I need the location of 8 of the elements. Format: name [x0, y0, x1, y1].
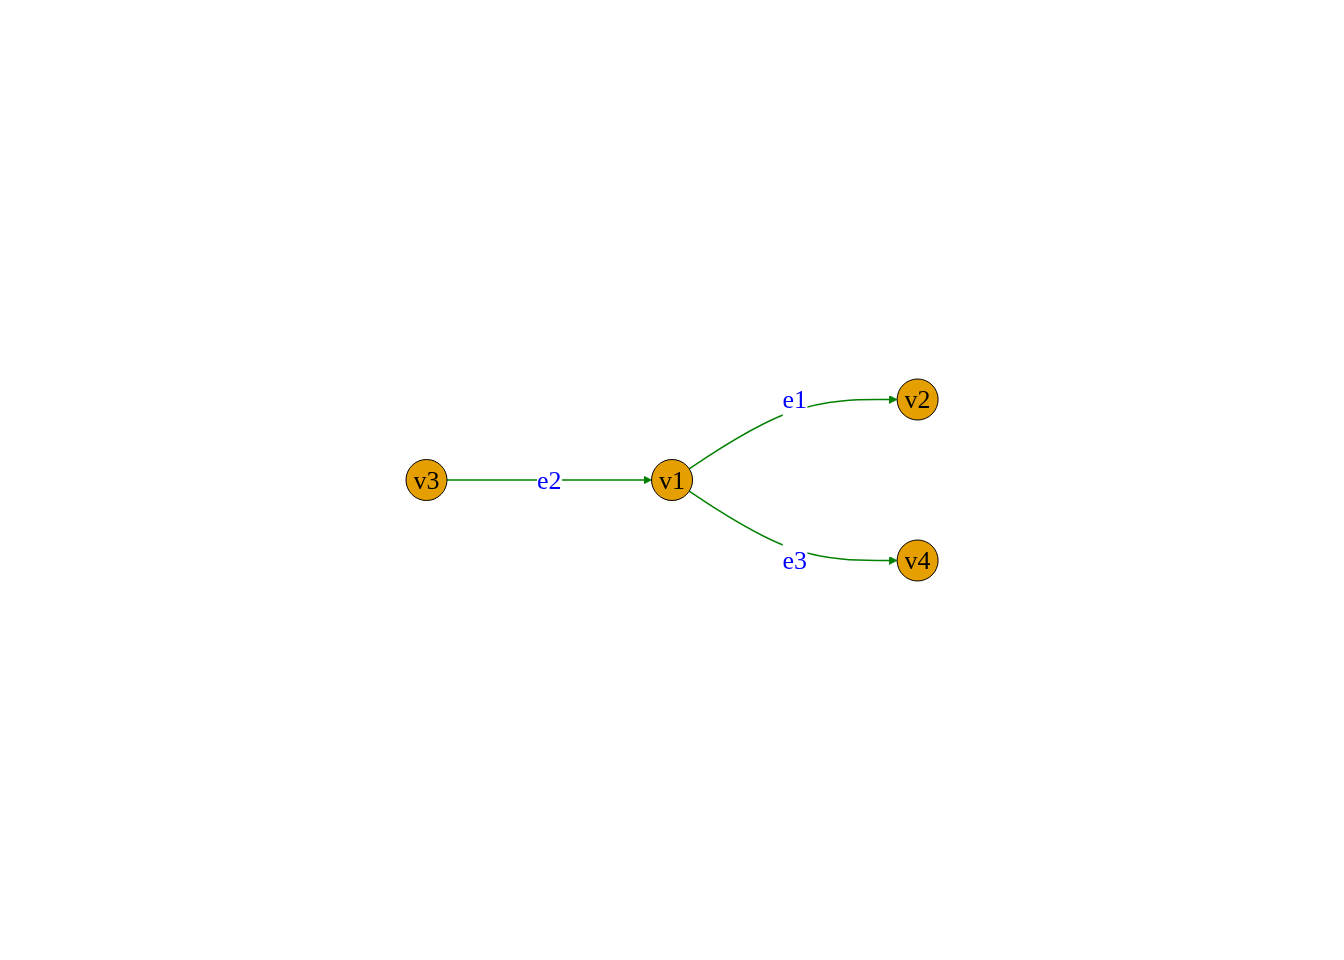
- node-circle: v1: [651, 459, 693, 501]
- node-circle: v2: [896, 378, 939, 421]
- edge-label: e2: [536, 465, 562, 495]
- edge-label: e3: [782, 546, 808, 575]
- node-circle: v4: [896, 539, 939, 582]
- node-circle: v3: [405, 459, 448, 501]
- edge-label: e1: [782, 385, 808, 414]
- arrow: [446, 475, 652, 485]
